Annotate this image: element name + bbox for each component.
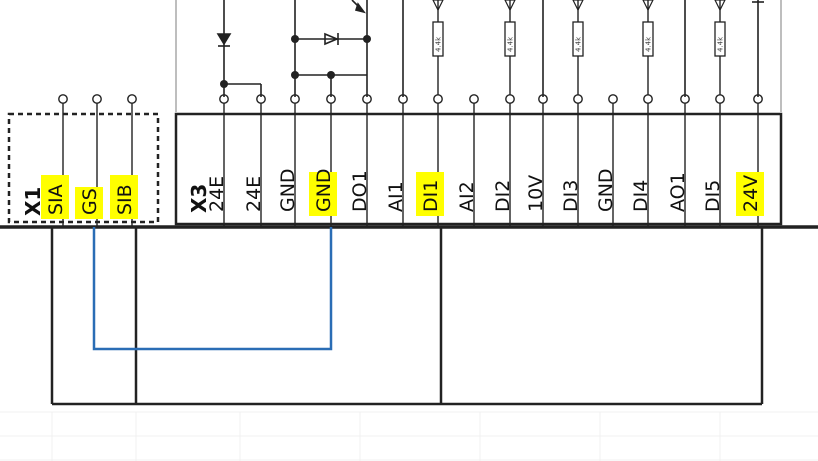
x3-pin-15: DI5 (702, 94, 725, 227)
x3-pin-label: DI2 (492, 180, 514, 212)
x3-pin-1: 24E (206, 94, 229, 227)
x3-terminal-circle (433, 94, 443, 104)
x1-pin-3: SIB (110, 94, 138, 227)
resistor-value: 4.4k (717, 36, 725, 52)
x3-pin-label: DI3 (560, 180, 582, 212)
x1-pin-highlight (75, 187, 103, 219)
x3-terminal-circle (643, 94, 653, 104)
x3-pin-4: GND (309, 94, 337, 227)
x3-pin-label: GND (277, 168, 299, 212)
x3-pin-2: 24E (243, 94, 266, 227)
x1-terminal-block (7, 112, 160, 224)
x3-pin-label: DI5 (702, 180, 724, 212)
x1-pin-2: GS (75, 94, 103, 227)
x3-terminal-circle (608, 94, 618, 104)
led-triangle-icon (714, 0, 726, 12)
jumper-wire-gs-gnd (92, 227, 333, 351)
resistor-value: 4.4k (575, 36, 583, 52)
x1-pins: SIA GS SIB (41, 94, 138, 227)
pull-resistor-2: 4.4k (504, 0, 516, 95)
x3-pin-11: DI3 (560, 94, 583, 227)
pull-resistors: 4.4k 4.4k 4.4k 4.4k 4.4k (432, 0, 726, 95)
x3-pin-label: 24V (740, 175, 762, 212)
x1-terminal-circle (92, 94, 102, 104)
x3-pin-label: DI4 (630, 180, 652, 212)
x3-pin-8: AI2 (456, 94, 479, 227)
led-triangle-icon (504, 0, 516, 12)
x3-terminal-circle (469, 94, 479, 104)
pull-resistor-1: 4.4k (432, 0, 444, 95)
led-triangle-icon (642, 0, 654, 12)
x1-terminal-circle (58, 94, 68, 104)
x3-pin-highlight (309, 172, 337, 216)
x3-pin-label: DI1 (420, 180, 442, 212)
x1-pin-label: SIA (45, 184, 67, 215)
x3-pin-label: GND (595, 168, 617, 212)
x3-pin-label: DO1 (349, 170, 371, 212)
x3-pin-label: AO1 (667, 172, 689, 212)
x3-title: X3 (187, 184, 211, 213)
x3-pin-highlight (736, 172, 764, 216)
resistor-value: 4.4k (507, 36, 515, 52)
x3-pin-16: 24V (736, 94, 764, 227)
x3-terminal-circle (715, 94, 725, 104)
node-dots (220, 35, 371, 88)
external-wiring (50, 227, 764, 406)
resistor-value: 4.4k (435, 36, 443, 52)
internal-circuit (216, 0, 764, 97)
x3-pin-label: 10V (525, 175, 547, 212)
led-triangle-icon (572, 0, 584, 12)
led-triangle-icon (432, 0, 444, 12)
x1-title: X1 (21, 187, 45, 216)
x3-terminal-block (174, 112, 783, 226)
x3-pin-label: AI2 (456, 181, 478, 212)
x3-pin-12: GND (595, 94, 618, 227)
x3-pin-7: DI1 (416, 94, 444, 227)
x3-pin-label: AI1 (385, 181, 407, 212)
x3-pins: 24E 24E GND GND DO1 AI1 DI1 AI2 DI2 10V DI3 GND DI4 A… (206, 94, 764, 227)
x1-pin-label: GS (79, 188, 101, 215)
x1-pin-label: SIB (114, 184, 136, 215)
x3-pin-label: 24E (243, 176, 265, 212)
background-grid (0, 411, 818, 461)
pull-resistor-3: 4.4k (572, 0, 584, 95)
x3-pin-highlight (416, 172, 444, 216)
x1-pin-1: SIA (41, 94, 69, 227)
pull-resistor-4: 4.4k (642, 0, 654, 95)
x3-pin-5: DO1 (349, 94, 372, 227)
x3-pin-13: DI4 (630, 94, 653, 227)
x3-pin-6: AI1 (385, 94, 408, 227)
x1-terminal-circle (127, 94, 137, 104)
x3-pin-label: 24E (206, 176, 228, 212)
x3-terminal-circle (573, 94, 583, 104)
resistor-value: 4.4k (645, 36, 653, 52)
pull-resistor-5: 4.4k (714, 0, 726, 95)
x1-pin-highlight (110, 175, 138, 219)
x1-pin-highlight (41, 175, 69, 219)
x3-terminal-circle (505, 94, 515, 104)
x3-pin-3: GND (277, 94, 300, 227)
x3-pin-label: GND (313, 168, 335, 212)
